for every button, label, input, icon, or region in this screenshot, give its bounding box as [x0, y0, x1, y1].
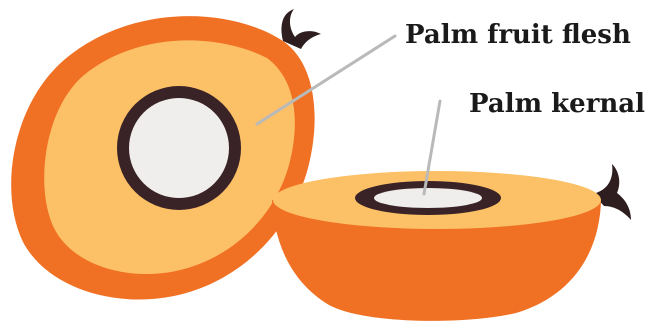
label-palm-kernel: Palm kernal: [469, 89, 645, 119]
label-palm-fruit-flesh: Palm fruit flesh: [405, 20, 631, 50]
right-fruit-half: [272, 164, 631, 321]
left-stem-icon: [281, 9, 321, 49]
left-kernel: [117, 86, 241, 210]
right-kernel: [355, 181, 501, 215]
left-fruit-half: [11, 9, 321, 300]
